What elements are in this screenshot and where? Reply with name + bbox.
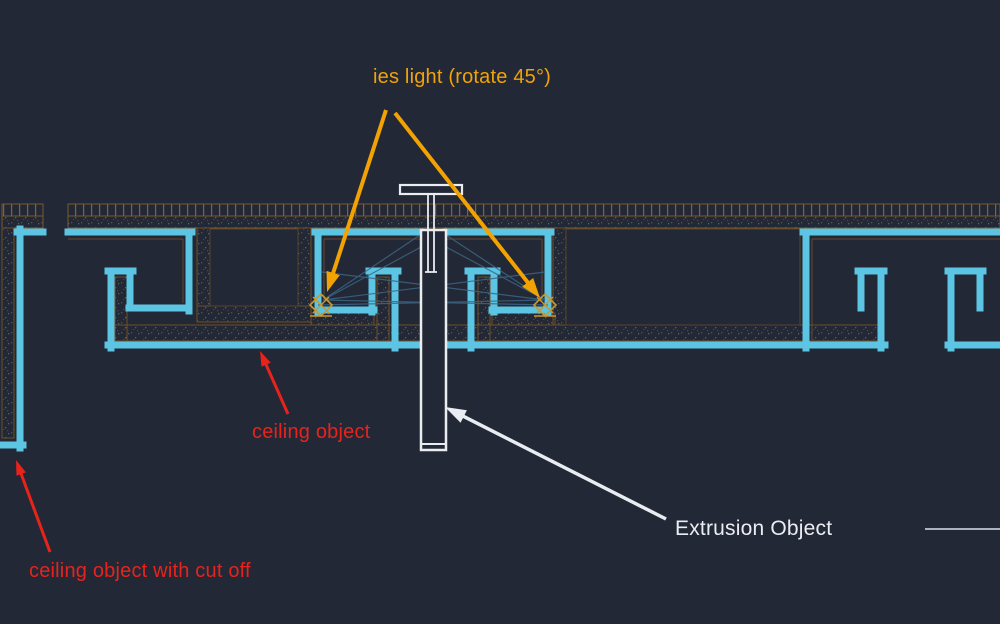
yellow-arrow — [393, 111, 540, 298]
ies-light-symbol — [532, 292, 558, 318]
extrusion-object — [398, 183, 464, 452]
ies-light-symbol — [308, 292, 334, 318]
ceiling-object-profiles — [0, 225, 1000, 452]
red-arrow — [260, 351, 290, 415]
ceiling-object-label: ceiling object — [252, 421, 371, 443]
extrusion-object-label: Extrusion Object — [675, 517, 833, 540]
red-arrow — [16, 460, 52, 553]
yellow-arrow — [326, 109, 388, 292]
ies-light-label: ies light (rotate 45°) — [373, 66, 552, 88]
ceiling-cutoff-label: ceiling object with cut off — [29, 560, 251, 582]
white-arrow — [445, 407, 667, 521]
